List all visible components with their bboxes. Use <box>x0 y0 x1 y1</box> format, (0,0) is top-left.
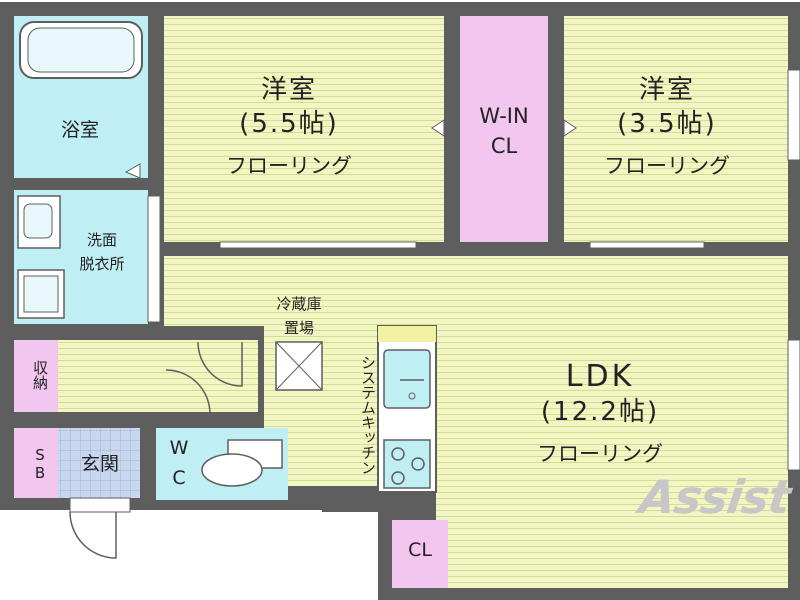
ldk-size: (12.2帖) <box>540 397 660 427</box>
washroom-line1: 洗面 <box>86 231 117 249</box>
storage-label: 収納 <box>31 360 49 390</box>
kitchen-trim <box>378 326 436 342</box>
ldk-floor <box>164 256 788 326</box>
western-room-2-name: 洋室 <box>638 75 695 105</box>
shoe-box-floor <box>14 428 58 498</box>
ldk-name: LDK <box>565 359 635 394</box>
closet-floor <box>392 520 448 588</box>
bathroom-name: 浴室 <box>60 119 99 141</box>
closet-label: CL <box>408 539 432 561</box>
western-room-2-floor <box>564 16 788 242</box>
fridge-space-line1: 冷蔵庫 <box>276 295 322 313</box>
walk-in-closet-line1: W-IN <box>479 104 529 128</box>
toilet-line1: W <box>169 437 189 459</box>
western-room-1-size: (5.5帖) <box>239 109 339 139</box>
ldk-floor <box>264 326 788 486</box>
stove <box>383 439 431 489</box>
walk-in-closet-floor <box>460 16 548 242</box>
toilet-line2: C <box>172 467 186 489</box>
storage-floor <box>14 340 58 412</box>
washroom-line2: 脱衣所 <box>79 255 125 273</box>
entrance-floor <box>58 428 140 498</box>
western-room-1-floor <box>164 16 444 242</box>
hall-floor <box>58 340 258 412</box>
ldk-floor <box>436 486 788 588</box>
western-room-2-size: (3.5帖) <box>617 109 717 139</box>
shoe-box-label: SB <box>31 446 49 482</box>
walk-in-closet-line2: CL <box>490 134 518 158</box>
entrance-door-swing <box>69 511 117 559</box>
western-room-1-name: 洋室 <box>260 75 317 105</box>
system-kitchen-label: システムキッチン <box>359 355 377 475</box>
ldk-floor: フローリング <box>537 442 663 466</box>
sink <box>383 349 431 409</box>
toilet-door-swing <box>165 369 211 415</box>
western-room-2-floor: フローリング <box>604 154 730 178</box>
assist-logo: Assist <box>636 470 794 524</box>
entrance-label: 玄関 <box>80 453 119 475</box>
hall-door-swing <box>197 341 243 387</box>
fridge-space-line2: 置場 <box>283 319 314 337</box>
western-room-1-floor: フローリング <box>226 154 352 178</box>
